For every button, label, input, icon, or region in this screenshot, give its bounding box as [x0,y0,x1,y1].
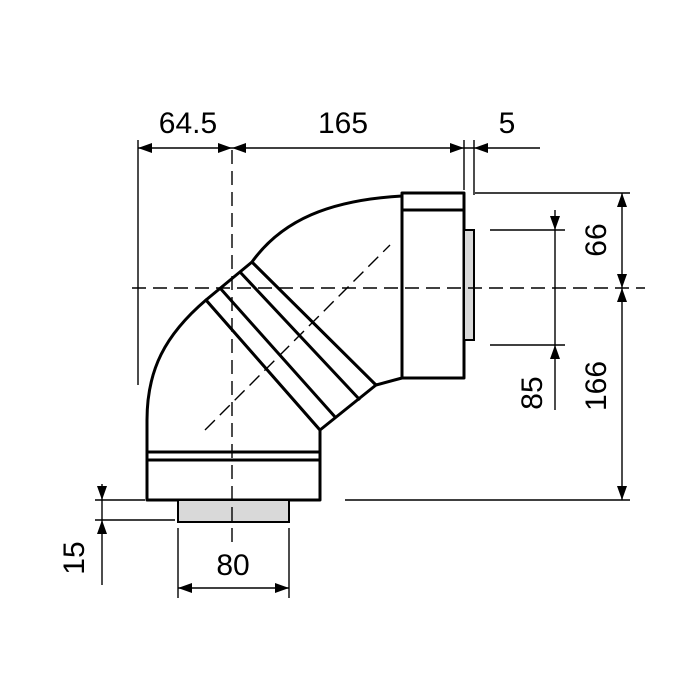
dim-label-85: 85 [516,376,549,409]
diagonal-center-line [204,244,391,431]
dim-label-5: 5 [499,107,516,140]
right-socket-collar [400,191,466,380]
arrow-head [617,288,627,302]
bottom-spigot [177,499,290,523]
arrow-head [232,143,246,153]
arrow-head [97,520,107,534]
dim-label-166: 166 [580,361,613,411]
dim-label-80: 80 [216,549,249,582]
sleeve-band-line [218,287,338,419]
dim-label-64-5: 64.5 [159,107,217,140]
center-lines [132,150,645,545]
right-dimensions: 66 85 166 [345,192,630,501]
arrow-head [617,274,627,288]
arrow-head [474,143,488,153]
arrow-head [617,193,627,207]
arrow-head [550,216,560,230]
sleeve-band-line [238,270,362,402]
arrow-head [617,486,627,500]
right-spigot [463,229,475,341]
dim-label-165: 165 [318,107,368,140]
top-dimensions: 64.5 165 5 [137,107,540,385]
arrow-head [450,143,464,153]
arrow-head [218,143,232,153]
elbow-body [145,191,475,523]
arrow-head [275,583,289,593]
dim-label-66: 66 [580,223,613,256]
arrow-head [178,583,192,593]
bottom-dimensions: 80 15 [58,484,290,598]
arrow-head [138,143,152,153]
dim-label-15: 15 [58,541,91,574]
arrow-head [97,486,107,500]
arrow-head [550,345,560,359]
